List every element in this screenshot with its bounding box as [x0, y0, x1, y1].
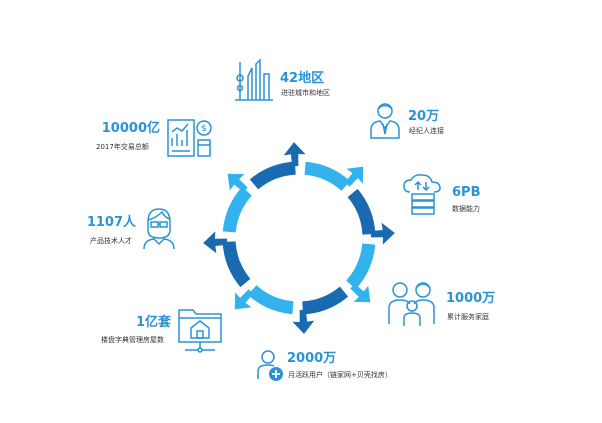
- ring-segment: [247, 285, 294, 315]
- ring-arrow: [344, 166, 364, 187]
- ring-arrow: [350, 283, 371, 303]
- ring-arrow: [292, 309, 315, 334]
- stat-caption: 产品技术人才: [90, 237, 132, 245]
- ring-segment: [222, 186, 252, 233]
- stat-value: 2000万: [287, 351, 337, 366]
- stat-value: 42地区: [280, 71, 325, 86]
- ring-segment: [347, 188, 376, 235]
- user-add-icon: [257, 350, 283, 381]
- stat-caption: 经纪人连接: [409, 127, 444, 135]
- stat-value: 1亿套: [135, 315, 171, 330]
- house-folder-icon: [178, 309, 222, 353]
- skyline-icon: [235, 58, 273, 101]
- cloud-server-icon: [403, 174, 441, 215]
- stat-value: 6PB: [452, 185, 481, 200]
- ring-arrow: [283, 142, 306, 167]
- stat-caption: 累计服务家庭: [447, 313, 489, 321]
- finance-report-icon: $: [167, 119, 212, 157]
- stat-caption: 月活跃用户（链家网+贝壳找房）: [288, 371, 392, 379]
- family-icon: [388, 282, 435, 326]
- stat-value: 20万: [408, 109, 440, 124]
- stat-caption: 数据能力: [452, 205, 480, 213]
- ring-segment: [302, 286, 349, 315]
- ring-segment: [304, 161, 351, 191]
- svg-text:$: $: [201, 124, 207, 134]
- agent-icon: [370, 103, 400, 139]
- stat-value: 1000万: [446, 291, 496, 306]
- ring-arrow: [227, 173, 248, 193]
- stat-caption: 进驻城市和地区: [281, 89, 330, 97]
- ring-segment: [346, 243, 376, 290]
- stat-value: 1107人: [86, 215, 136, 230]
- stat-value: 10000亿: [101, 121, 160, 136]
- engineer-icon: [143, 208, 175, 250]
- ring-arrow: [234, 289, 254, 310]
- ring-segment: [249, 161, 296, 190]
- ring-arrow: [370, 222, 395, 245]
- ring-segment: [222, 241, 251, 288]
- stat-caption: 2017年交易总额: [96, 143, 149, 151]
- stat-caption: 楼盘字典管理房屋数: [101, 336, 164, 344]
- ring-arrow: [203, 231, 228, 254]
